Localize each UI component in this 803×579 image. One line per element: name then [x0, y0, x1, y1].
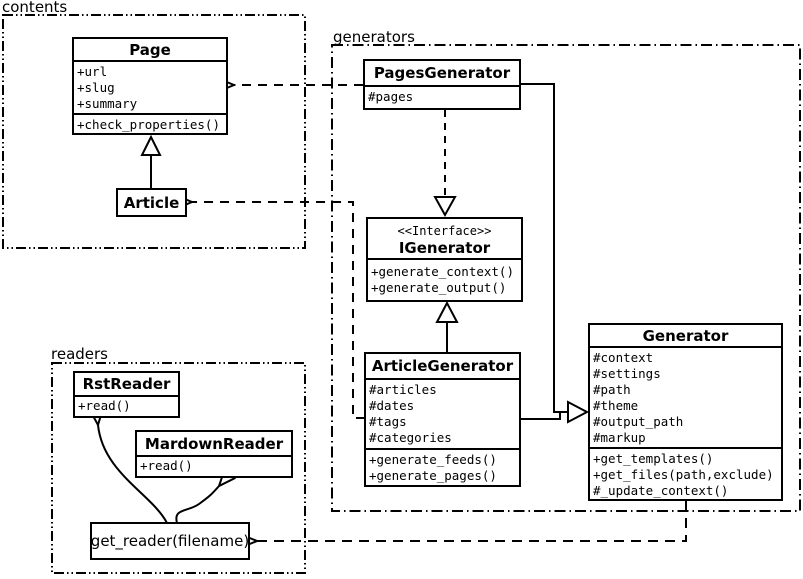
- attribute: +slug: [77, 80, 115, 95]
- class-box-page[interactable]: Page +url +slug +summary +check_properti…: [72, 37, 228, 135]
- call-getreader-to-rstreader: [98, 425, 168, 524]
- package-border-contents: [2, 14, 306, 249]
- attribute: #markup: [593, 430, 646, 445]
- class-name-igenerator: IGenerator: [398, 239, 491, 257]
- stereotype-interface: <<Interface>>: [397, 224, 492, 238]
- dependency-articlegenerator-to-article: [192, 202, 365, 419]
- package-label-readers: readers: [51, 345, 108, 363]
- attribute: #articles: [369, 382, 437, 397]
- class-name-rstreader: RstReader: [75, 373, 178, 397]
- inheritance-article-to-page-triangle: [140, 134, 162, 156]
- attribute: #context: [593, 350, 654, 365]
- class-box-generator[interactable]: Generator #context #settings #path #them…: [588, 323, 783, 501]
- attribute: #settings: [593, 366, 661, 381]
- class-name-articlegenerator: ArticleGenerator: [366, 354, 519, 380]
- method: +generate_context(): [371, 264, 514, 279]
- attribute: +url: [77, 64, 108, 79]
- class-box-articlegenerator[interactable]: ArticleGenerator #articles #dates #tags …: [364, 352, 521, 487]
- class-box-rstreader[interactable]: RstReader +read(): [73, 371, 180, 418]
- class-box-igenerator[interactable]: <<Interface>> IGenerator +generate_conte…: [366, 217, 523, 302]
- package-label-contents: contents: [2, 0, 68, 16]
- function-label: get_reader(filename): [90, 532, 250, 550]
- function-box-get-reader[interactable]: get_reader(filename): [90, 522, 250, 560]
- inheritance-to-generator-triangle: [567, 400, 590, 424]
- method: +get_files(path,exclude): [593, 467, 774, 482]
- class-box-article[interactable]: Article: [116, 188, 187, 217]
- inheritance-articlegenerator-to-igenerator-triangle: [435, 300, 459, 323]
- method: +read(): [140, 458, 193, 473]
- method: +generate_feeds(): [369, 452, 497, 467]
- inheritance-pagesgenerator-to-generator-line: [521, 83, 568, 413]
- attribute: #output_path: [593, 414, 684, 429]
- method: +get_templates(): [593, 451, 714, 466]
- attribute: #path: [593, 382, 631, 397]
- method: #_update_context(): [593, 483, 729, 498]
- class-box-markdownreader[interactable]: MardownReader +read(): [135, 430, 293, 478]
- realization-pagesgenerator-to-igenerator-triangle: [433, 196, 457, 218]
- package-label-generators: generators: [333, 28, 415, 46]
- package-border-readers: [51, 362, 306, 574]
- class-name-generator: Generator: [590, 325, 781, 348]
- method: +read(): [78, 398, 131, 413]
- attribute: #dates: [369, 398, 415, 413]
- class-box-pagesgenerator[interactable]: PagesGenerator #pages: [363, 59, 521, 110]
- attribute: #theme: [593, 398, 639, 413]
- method: +check_properties(): [77, 117, 220, 132]
- call-getreader-to-markdownreader: [175, 486, 219, 524]
- method: +generate_output(): [371, 280, 507, 295]
- method: +generate_pages(): [369, 468, 497, 483]
- attribute: #tags: [369, 414, 407, 429]
- dependency-generator-to-getreader: [257, 501, 687, 541]
- attribute: #pages: [368, 89, 414, 104]
- class-name-markdownreader: MardownReader: [137, 432, 291, 457]
- attribute: #categories: [369, 430, 452, 445]
- class-name-pagesgenerator: PagesGenerator: [365, 61, 519, 87]
- inheritance-articlegenerator-to-generator-line: [521, 412, 561, 420]
- class-name-article: Article: [123, 193, 180, 212]
- package-border-generators: [331, 44, 801, 512]
- attribute: +summary: [77, 96, 138, 111]
- class-name-page: Page: [74, 39, 226, 62]
